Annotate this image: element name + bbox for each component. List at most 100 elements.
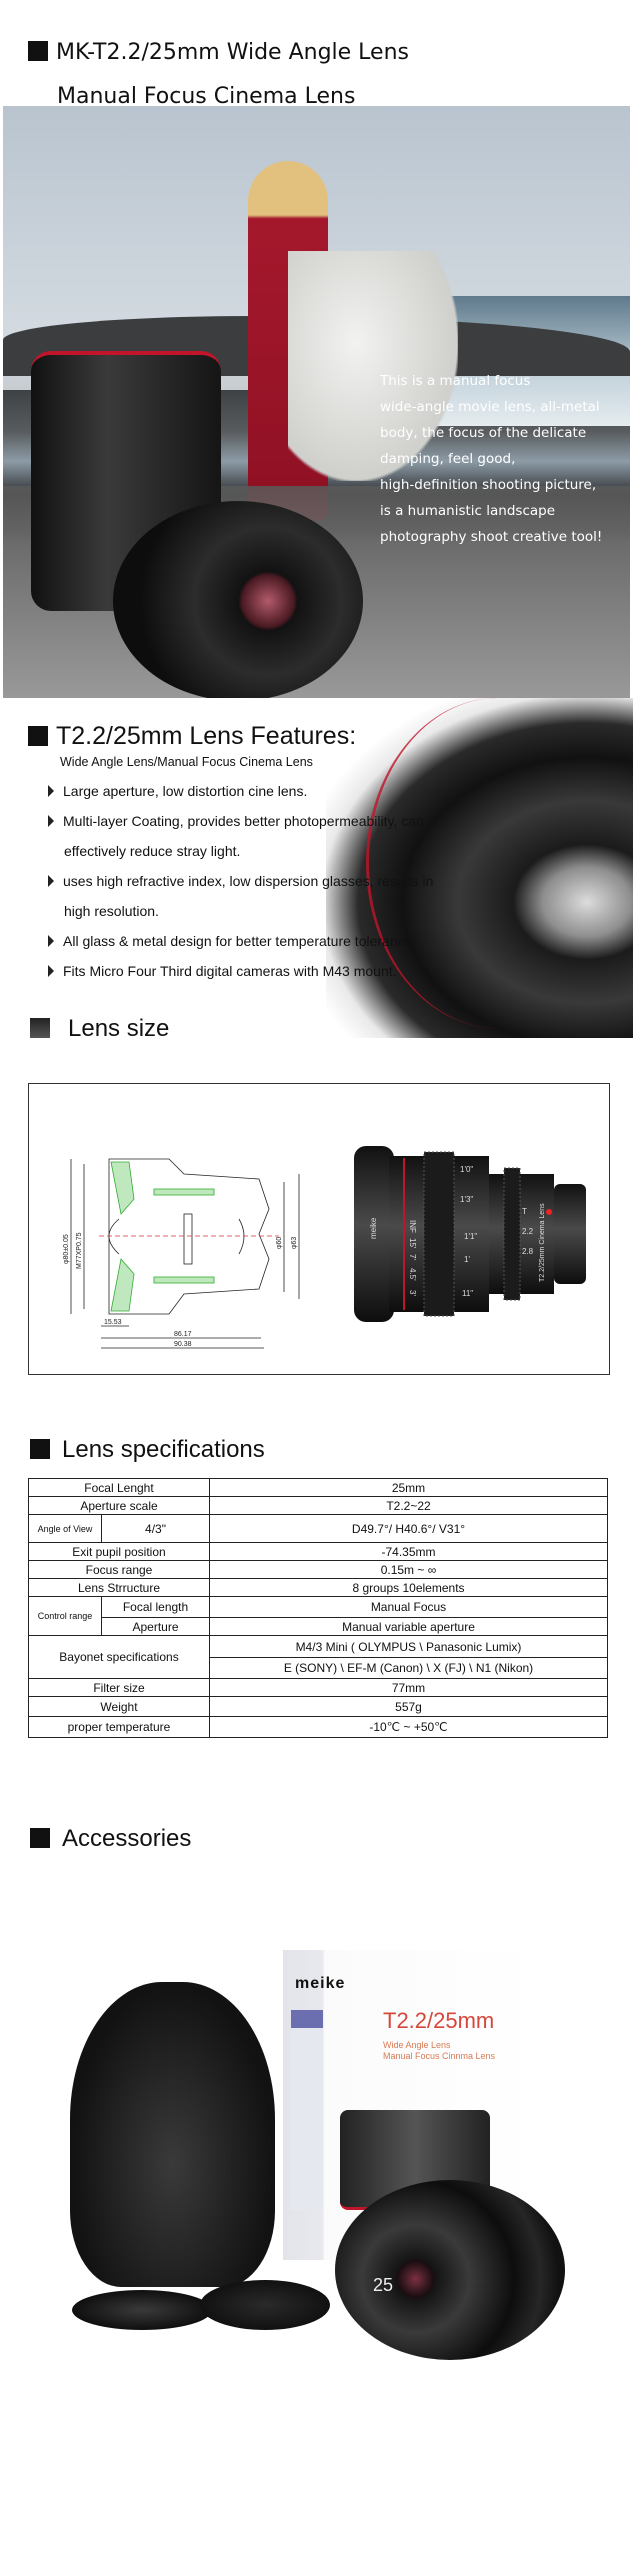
page-title: MK-T2.2/25mm Wide Angle Lens — [28, 40, 409, 65]
lens-pouch — [70, 1982, 275, 2287]
table-row: E (SONY) \ EF-M (Canon) \ X (FJ) \ N1 (N… — [29, 1657, 608, 1679]
features-lens-image — [326, 698, 633, 1038]
spec-label: Weight — [28, 1696, 210, 1717]
features-subtitle: Wide Angle Lens/Manual Focus Cinema Lens — [60, 755, 313, 769]
hero-line: damping, feel good, — [380, 451, 516, 467]
spec-label: Bayonet specifications — [28, 1635, 210, 1679]
lens-number: 25 — [373, 2275, 394, 2295]
dim-filter-thread: M77XP0.75 — [76, 1232, 83, 1269]
spec-value: E (SONY) \ EF-M (Canon) \ X (FJ) \ N1 (N… — [209, 1657, 608, 1679]
spec-value: Manual variable aperture — [209, 1617, 608, 1636]
lens-marking-1ft0in: 1'0" — [460, 1165, 473, 1174]
hero-line: body, the focus of the delicate — [380, 425, 587, 441]
square-bullet-icon — [28, 726, 48, 746]
lens-photo-front — [113, 501, 363, 698]
lens-marking-1ft: 1' — [464, 1255, 470, 1264]
box-sub2: Manual Focus Cinnma Lens — [383, 2051, 496, 2061]
square-bullet-icon — [28, 41, 48, 61]
box-title: T2.2/25mm — [383, 2008, 495, 2033]
feature-text-cont: high resolution. — [64, 903, 159, 919]
lens-marking: 2.8 — [522, 1247, 534, 1256]
spec-label: Control range — [28, 1596, 102, 1636]
rear-lens-cap — [200, 2280, 330, 2330]
page-subtitle: Manual Focus Cinema Lens — [57, 84, 356, 109]
hero-description: This is a manual focus wide-angle movie … — [380, 368, 620, 550]
lens-marking: 2.2 — [522, 1227, 534, 1236]
specs-title: Lens specifications — [62, 1436, 265, 1463]
spec-value: D49.7°/ H40.6°/ V31° — [209, 1514, 608, 1543]
lens-size-box: φ80±0.05 M77XP0.75 φ60 φ63 15.53 86.17 9… — [28, 1083, 610, 1375]
table-row: Exit pupil position-74.35mm — [28, 1542, 608, 1561]
spec-value: M4/3 Mini ( OLYMPUS \ Panasonic Lumix) — [209, 1635, 608, 1658]
triangle-bullet-icon — [48, 965, 54, 977]
feature-item: uses high refractive index, low dispersi… — [48, 873, 433, 889]
triangle-bullet-icon — [48, 935, 54, 947]
spec-label: Focus range — [28, 1560, 210, 1579]
spec-label: proper temperature — [28, 1716, 210, 1738]
feature-text: Fits Micro Four Third digital cameras wi… — [63, 963, 397, 979]
table-row: proper temperature-10℃ ~ +50℃ — [28, 1716, 608, 1738]
spec-label: Focal Lenght — [28, 1478, 210, 1497]
box-sub1: Wide Angle Lens — [383, 2040, 451, 2050]
dim-mid-diameter: φ60 — [276, 1237, 283, 1249]
feature-text-cont: effectively reduce stray light. — [64, 843, 241, 859]
feature-item: Multi-layer Coating, provides better pho… — [48, 813, 424, 829]
triangle-bullet-icon — [48, 875, 54, 887]
feature-item: Large aperture, low distortion cine lens… — [48, 783, 307, 799]
lens-side-photo: meike INF 15' 7' 4.5' 3' 1'0" 1'3" 1'1" … — [354, 1146, 586, 1322]
spec-label: Angle of View — [28, 1514, 102, 1543]
lens-marking-15ft: 15' — [408, 1238, 417, 1249]
spec-value: 25mm — [209, 1478, 608, 1497]
feature-text: uses high refractive index, low dispersi… — [63, 873, 434, 889]
title-line1: MK-T2.2/25mm Wide Angle Lens — [56, 40, 409, 65]
front-lens-cap — [72, 2290, 212, 2330]
triangle-bullet-icon — [48, 785, 54, 797]
features-title: T2.2/25mm Lens Features: — [28, 722, 356, 751]
feature-text: All glass & metal design for better temp… — [63, 933, 417, 949]
dim-body-length: 86.17 — [174, 1331, 192, 1338]
lens-size-heading: Lens size — [30, 1015, 169, 1043]
hero-line: photography shoot creative tool! — [380, 529, 603, 545]
spec-label: Aperture scale — [28, 1496, 210, 1515]
spec-sublabel: Aperture — [101, 1617, 210, 1636]
square-bullet-icon — [30, 1828, 50, 1848]
hero-line: This is a manual focus — [380, 373, 531, 389]
lens-marking: T — [522, 1207, 527, 1216]
box-brand-logo: meike — [295, 1975, 346, 1992]
hero-line: high-definition shooting picture, — [380, 477, 597, 493]
dim-front-depth: 15.53 — [104, 1319, 122, 1326]
white-horse — [288, 251, 458, 481]
dim-total-length: 90.38 — [174, 1341, 192, 1348]
lens-marking-7ft: 7' — [408, 1254, 417, 1260]
feature-text: Multi-layer Coating, provides better pho… — [63, 813, 424, 829]
spec-sublabel: Focal length — [101, 1596, 210, 1618]
lens-marking-inf: INF — [408, 1220, 417, 1233]
triangle-bullet-icon — [48, 815, 54, 827]
accessories-title: Accessories — [62, 1825, 192, 1852]
specs-heading: Lens specifications — [30, 1436, 265, 1464]
lens-size-title: Lens size — [68, 1015, 170, 1042]
lens-cross-section-diagram: φ80±0.05 M77XP0.75 φ60 φ63 15.53 86.17 9… — [63, 1158, 300, 1349]
square-bullet-icon — [30, 1439, 50, 1459]
accessories-heading: Accessories — [30, 1825, 191, 1853]
spec-label: Lens Strructure — [28, 1578, 210, 1597]
lens-brand-marking: meike — [369, 1217, 378, 1239]
lens-marking-4-5ft: 4.5' — [408, 1268, 417, 1281]
spec-value: -74.35mm — [209, 1542, 608, 1561]
lens-front-photo: 25 — [335, 2180, 565, 2360]
box-side-label — [291, 2010, 323, 2210]
dim-front-diameter: φ80±0.05 — [63, 1234, 70, 1264]
dim-rear-diameter: φ63 — [291, 1237, 298, 1249]
hero-line: wide-angle movie lens, all-metal — [380, 399, 600, 415]
